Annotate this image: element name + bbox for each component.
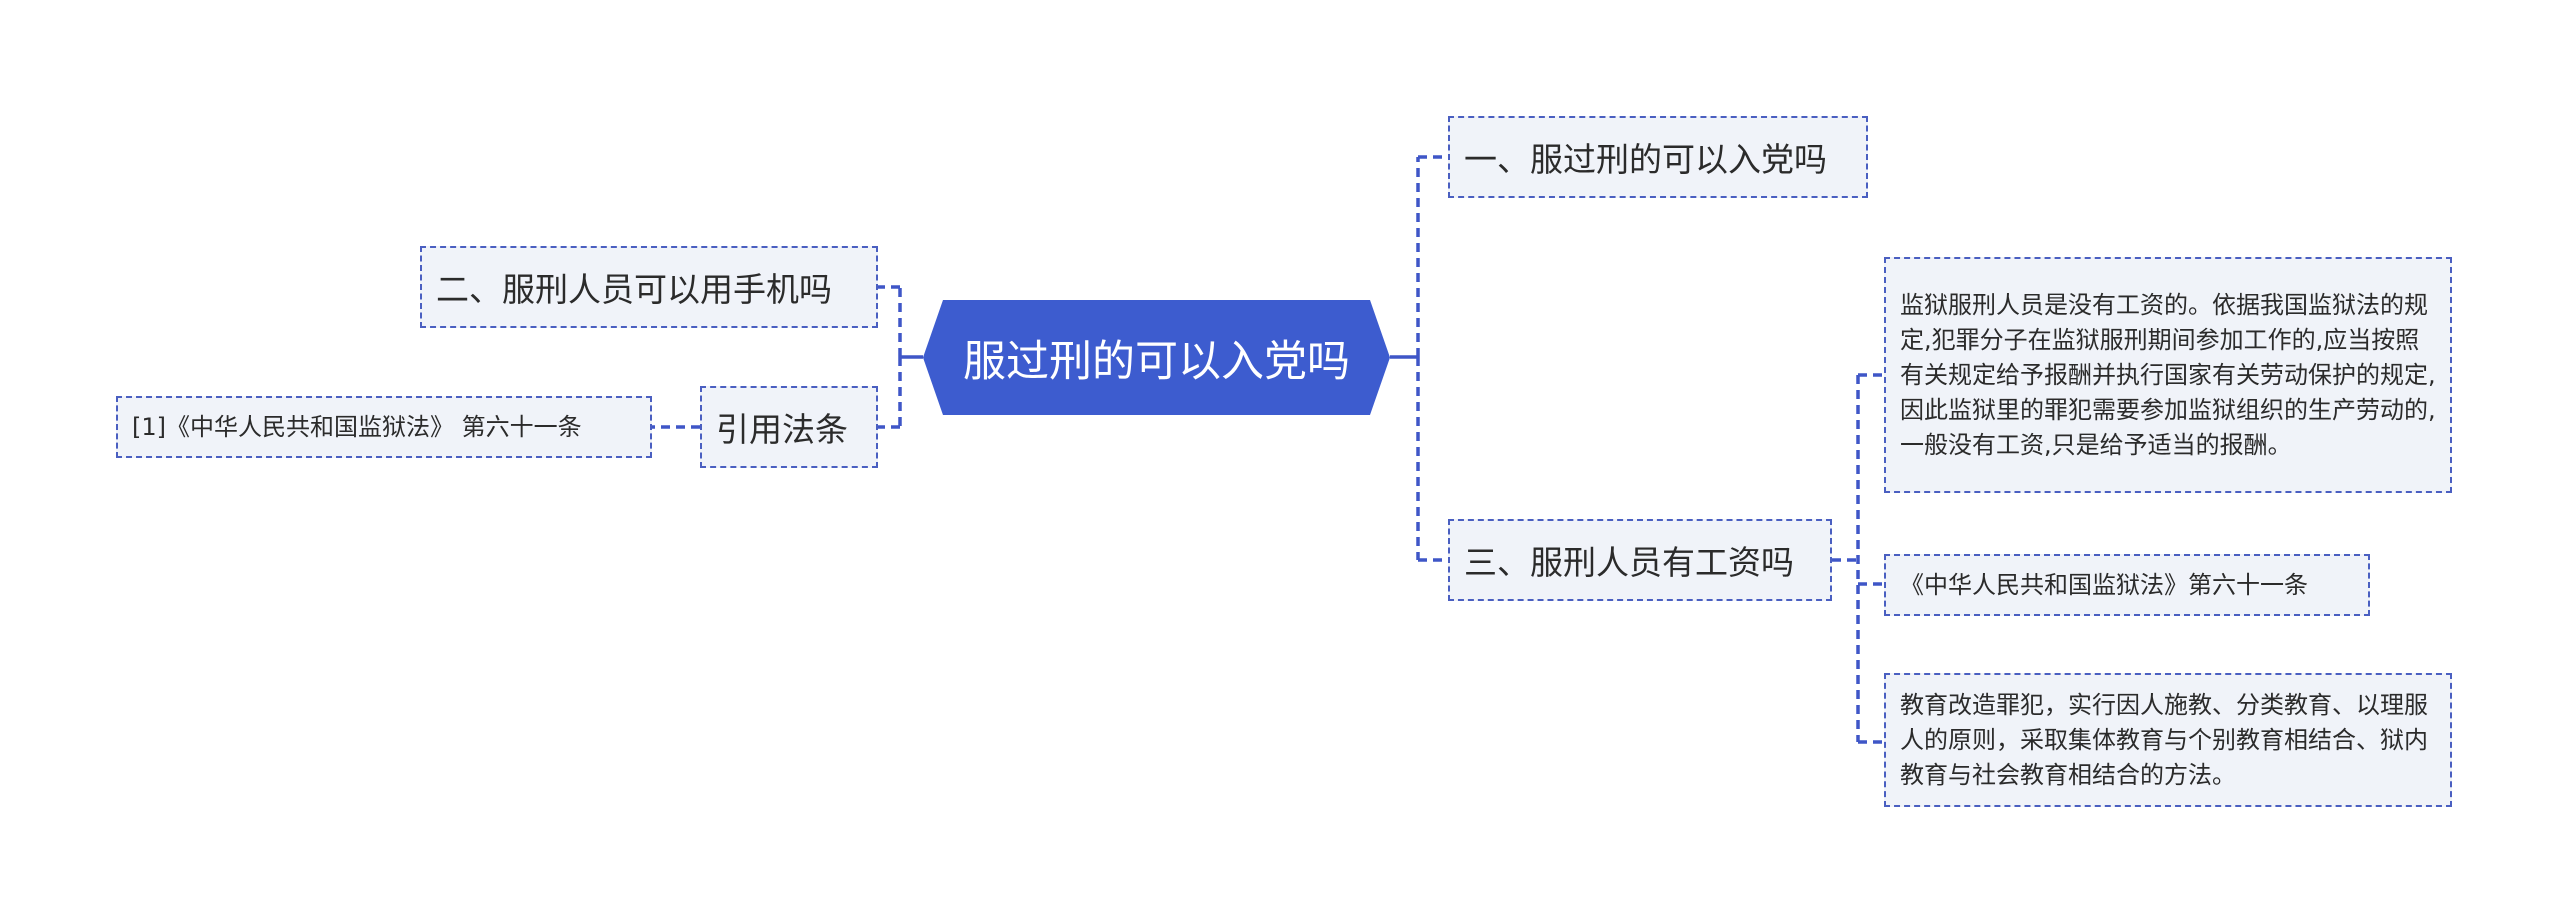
topic-node-3[interactable]: 三、服刑人员有工资吗 [1448, 519, 1832, 601]
topic-label-2: 二、服刑人员可以用手机吗 [436, 270, 832, 309]
leaf-node-citation-1[interactable]: [1]《中华人民共和国监狱法》 第六十一条 [116, 396, 652, 458]
root-hexagon [923, 300, 1390, 415]
leaf-node-explanation[interactable]: 监狱服刑人员是没有工资的。依据我国监狱法的规定,犯罪分子在监狱服刑期间参加工作的… [1884, 257, 2452, 493]
leaf-node-law-reference[interactable]: 《中华人民共和国监狱法》第六十一条 [1884, 554, 2370, 616]
leaf-label-law-reference: 《中华人民共和国监狱法》第六十一条 [1900, 570, 2308, 599]
leaf-label-education: 教育改造罪犯，实行因人施教、分类教育、以理服人的原则，采取集体教育与个别教育相结… [1900, 690, 2428, 789]
topic-node-citations[interactable]: 引用法条 [700, 386, 878, 468]
topic-label-citations: 引用法条 [716, 410, 848, 449]
leaf-node-education[interactable]: 教育改造罪犯，实行因人施教、分类教育、以理服人的原则，采取集体教育与个别教育相结… [1884, 673, 2452, 807]
root-node[interactable]: 服过刑的可以入党吗 [923, 300, 1390, 415]
topic-node-2[interactable]: 二、服刑人员可以用手机吗 [420, 246, 878, 328]
topic-node-1[interactable]: 一、服过刑的可以入党吗 [1448, 116, 1868, 198]
root-label: 服过刑的可以入党吗 [963, 336, 1350, 387]
topic-label-3: 三、服刑人员有工资吗 [1464, 543, 1794, 582]
topic-label-1: 一、服过刑的可以入党吗 [1464, 140, 1827, 179]
leaf-label-explanation: 监狱服刑人员是没有工资的。依据我国监狱法的规定,犯罪分子在监狱服刑期间参加工作的… [1900, 290, 2436, 459]
leaf-label-citation-1: [1]《中华人民共和国监狱法》 第六十一条 [132, 412, 582, 441]
